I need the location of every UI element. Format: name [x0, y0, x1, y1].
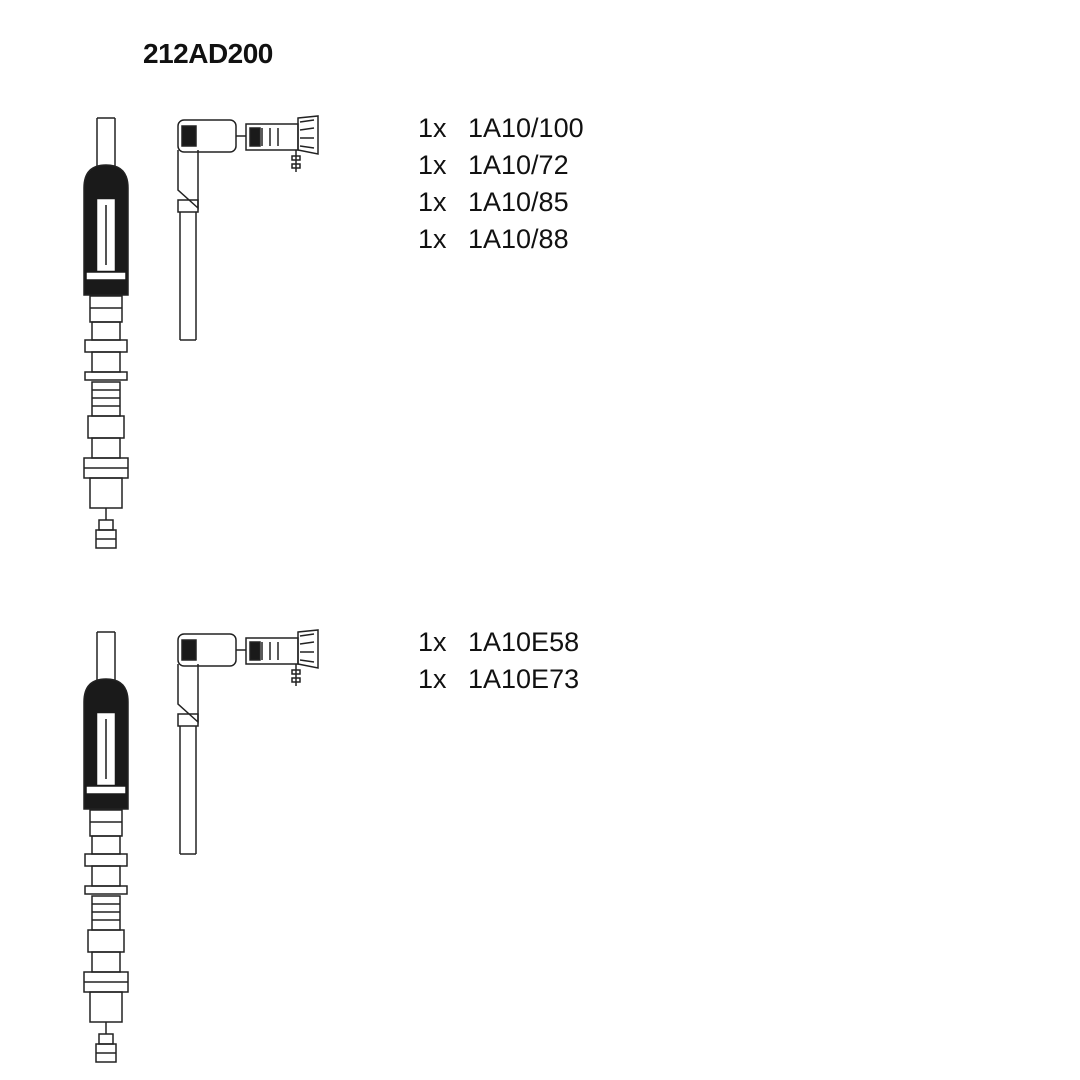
- spark-plug-connector-straight: [84, 632, 128, 1062]
- ignition-lead-drawing-1: [0, 0, 330, 560]
- kit-part-number: 212AD200: [143, 38, 273, 69]
- distributor-connector-angled: [178, 116, 318, 340]
- list-item: 1x 1A10E58: [418, 624, 579, 661]
- ignition-lead-drawing-2: [0, 514, 330, 1074]
- part-code: 1A10/72: [468, 150, 569, 180]
- spark-plug-connector-straight: [84, 118, 128, 548]
- list-item: 1x 1A10/100: [418, 110, 584, 147]
- part-code: 1A10E58: [468, 627, 580, 657]
- part-code: 1A10/85: [468, 187, 569, 217]
- parts-list-group-2: 1x 1A10E58 1x 1A10E73: [418, 624, 579, 698]
- list-item: 1x 1A10/88: [418, 221, 584, 258]
- part-quantity: 1x: [418, 150, 447, 180]
- list-item: 1x 1A10E73: [418, 661, 579, 698]
- list-item: 1x 1A10/72: [418, 147, 584, 184]
- part-code: 1A10E73: [468, 664, 580, 694]
- part-quantity: 1x: [418, 224, 447, 254]
- list-item: 1x 1A10/85: [418, 184, 584, 221]
- part-quantity: 1x: [418, 627, 447, 657]
- part-quantity: 1x: [418, 664, 447, 694]
- distributor-connector-angled: [178, 630, 318, 854]
- part-code: 1A10/88: [468, 224, 569, 254]
- part-quantity: 1x: [418, 113, 447, 143]
- parts-list-group-1: 1x 1A10/100 1x 1A10/72 1x 1A10/85 1x 1A10/88: [418, 110, 584, 258]
- part-quantity: 1x: [418, 187, 447, 217]
- part-code: 1A10/100: [468, 113, 584, 143]
